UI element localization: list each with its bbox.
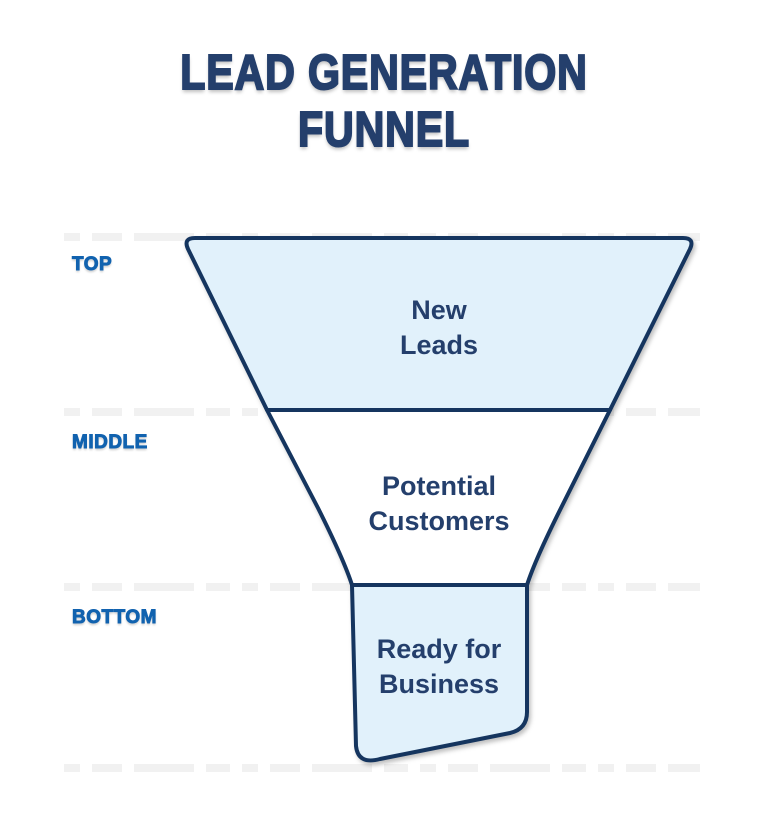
- funnel-section-bottom-shape: [350, 583, 529, 763]
- page-title: LEAD GENERATION FUNNEL: [61, 45, 706, 159]
- stage-label-middle: MIDDLE: [72, 432, 148, 454]
- funnel-section-top-label: New Leads: [399, 295, 479, 360]
- page-title-line1: LEAD GENERATION: [179, 45, 588, 101]
- stage-label-bottom: BOTTOM: [72, 607, 157, 629]
- stage-dashed-lines: [64, 233, 700, 772]
- funnel-section-middle-label: Potential Customers: [368, 471, 510, 536]
- funnel-section-bottom-label: Ready for Business: [376, 634, 502, 699]
- page-title-line2: FUNNEL: [297, 102, 470, 158]
- stage-label-top: TOP: [72, 254, 113, 276]
- funnel-shape-group: [184, 236, 694, 763]
